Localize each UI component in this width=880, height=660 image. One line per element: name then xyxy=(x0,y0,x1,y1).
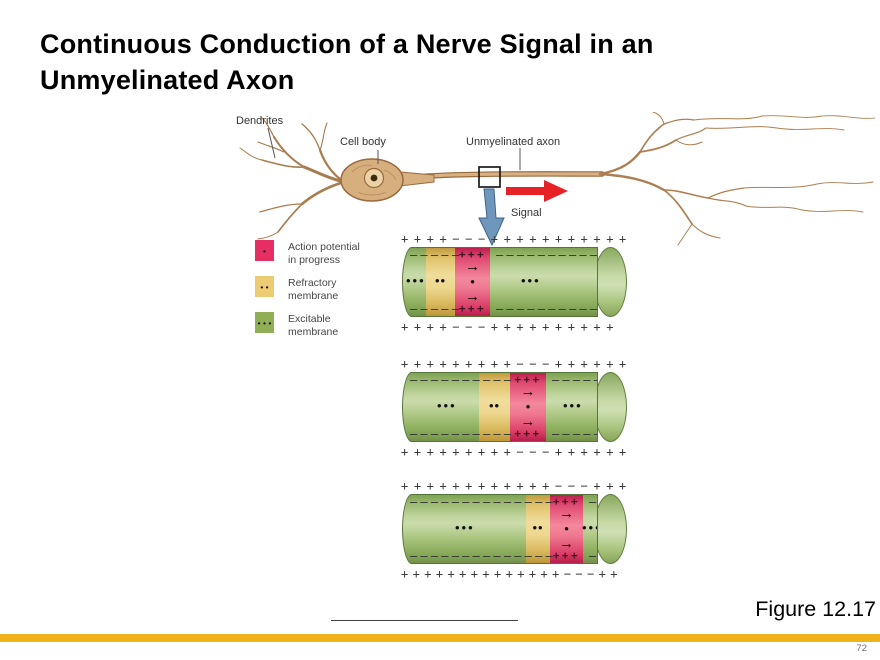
slide-title-line1: Continuous Conduction of a Nerve Signal … xyxy=(40,29,654,59)
inner-dash-top-right: ––––– xyxy=(552,373,597,387)
axon-illustration xyxy=(397,171,605,181)
signal-label: Signal xyxy=(511,207,542,219)
cylinder-body: •• +++ → • → +++ ––––– ––––––––––– –––––… xyxy=(402,247,598,317)
refractory-band: •• xyxy=(526,495,550,563)
outer-charge-row-top: ++++++++++++−−−+++ xyxy=(401,479,632,493)
refractory-dots: •• xyxy=(532,520,544,535)
accent-bar xyxy=(0,634,880,642)
excitable-dots-left: ••• xyxy=(455,520,475,535)
slide-title-line2: Unmyelinated Axon xyxy=(40,65,295,95)
action-potential-band: +++ → • → +++ xyxy=(550,495,583,563)
inner-dash-bottom-right: ––––––––––– xyxy=(496,302,597,316)
figure-caption: Figure 12.17 xyxy=(755,597,876,621)
outer-charge-row-bottom: +++++++++−−−++++++ xyxy=(401,445,632,459)
action-potential-dot: • xyxy=(564,521,569,536)
inner-plus-top: +++ xyxy=(458,248,487,261)
outer-charge-row-top: +++++++++−−−++++++ xyxy=(401,357,632,371)
cylinder-body: •• +++ → • → +++ –––––––––– ––––– ––––––… xyxy=(402,372,598,442)
inner-plus-bottom: +++ xyxy=(552,549,581,562)
inner-dash-bottom-left: –––––––––––––– xyxy=(410,549,556,563)
inner-dash-top-right: –– xyxy=(589,496,597,508)
legend-item-excitable: • • • Excitable membrane xyxy=(255,312,360,338)
excitable-membrane-swatch: • • • xyxy=(255,312,274,333)
legend-item-label: Excitable membrane xyxy=(288,313,339,338)
propagation-arrow-icon: → xyxy=(465,258,480,275)
inner-dash-bottom-right: –– xyxy=(589,550,597,562)
signal-arrow-icon xyxy=(506,180,568,202)
outer-charge-row-bottom: ++++−−−++++++++++ xyxy=(401,320,620,334)
inner-dash-bottom-right: ––––– xyxy=(552,427,597,441)
axon-zoom-box xyxy=(478,166,501,188)
axon-terminals-illustration xyxy=(598,112,876,246)
blank-underline xyxy=(331,620,518,621)
inner-plus-top: +++ xyxy=(514,373,542,386)
action-potential-dot: • xyxy=(470,274,475,289)
refractory-band: •• xyxy=(426,248,455,316)
cylinder-body: •• +++ → • → +++ –––––––––––––– –– –––––… xyxy=(402,494,598,564)
inner-dash-top-left: –––––––––– xyxy=(410,373,515,387)
excitable-dots-left: ••• xyxy=(437,398,457,413)
inner-plus-bottom: +++ xyxy=(458,302,487,315)
cylinder-end-cap xyxy=(594,372,627,442)
legend-item-label: Refractory membrane xyxy=(288,277,339,302)
axon-segment-3: ++++++++++++−−−+++ •• +++ → • → +++ ––––… xyxy=(398,479,633,585)
nucleolus-illustration xyxy=(370,174,378,182)
inner-dash-bottom-left: ––––– xyxy=(410,302,463,316)
outer-charge-row-bottom: ++++++++++++++−−−++ xyxy=(401,567,622,581)
propagation-arrow-icon: → xyxy=(520,383,536,400)
neuron-diagram: Dendrites Cell body Unmyelinated axon Si… xyxy=(236,112,876,247)
refractory-band: •• xyxy=(479,373,510,441)
propagation-arrow-icon: → xyxy=(465,288,480,305)
nucleus-illustration xyxy=(363,167,385,189)
cell-body-illustration xyxy=(340,158,435,202)
dendrites-label: Dendrites xyxy=(236,115,284,127)
slide-title: Continuous Conduction of a Nerve Signal … xyxy=(40,26,654,98)
legend: • Action potential in progress • • Refra… xyxy=(255,240,360,348)
refractory-dots: •• xyxy=(434,273,447,288)
cylinder-end-cap xyxy=(594,494,627,564)
action-potential-dot: • xyxy=(525,399,531,414)
refractory-membrane-swatch: • • xyxy=(255,276,274,297)
page-number: 72 xyxy=(856,643,867,654)
unmyelinated-axon-label: Unmyelinated axon xyxy=(466,136,560,148)
leader-lines xyxy=(267,127,521,170)
cell-body-label: Cell body xyxy=(340,136,386,148)
inner-dash-top-right: ––––––––––– xyxy=(496,248,597,262)
inner-plus-top: +++ xyxy=(552,495,581,508)
action-potential-swatch: • xyxy=(255,240,274,261)
refractory-dots: •• xyxy=(488,398,501,413)
cylinder-end-cap xyxy=(594,247,627,317)
propagation-arrow-icon: → xyxy=(559,535,574,552)
excitable-dots-right: ••• xyxy=(563,398,583,413)
action-potential-band: +++ → • → +++ xyxy=(510,373,546,441)
legend-item-refractory: • • Refractory membrane xyxy=(255,276,360,302)
legend-item-label: Action potential in progress xyxy=(288,241,360,266)
outer-charge-row-top: ++++−−−+++++++++++ xyxy=(401,232,632,246)
legend-item-action-potential: • Action potential in progress xyxy=(255,240,360,266)
axon-segment-1: ++++−−−+++++++++++ •• +++ → • → +++ ––––… xyxy=(398,232,633,338)
propagation-arrow-icon: → xyxy=(559,505,574,522)
inner-dash-bottom-left: –––––––––– xyxy=(410,427,515,441)
axon-segment-2: +++++++++−−−++++++ •• +++ → • → +++ ––––… xyxy=(398,357,633,463)
inner-plus-bottom: +++ xyxy=(514,427,542,440)
excitable-dots-left: ••• xyxy=(406,273,426,288)
action-potential-band: +++ → • → +++ xyxy=(455,248,490,316)
propagation-arrow-icon: → xyxy=(520,413,536,430)
excitable-dots-right: ••• xyxy=(521,273,541,288)
inner-dash-top-left: –––––––––––––– xyxy=(410,495,556,509)
inner-dash-top-left: ––––– xyxy=(410,248,463,262)
excitable-dots-right: ••• xyxy=(582,520,597,535)
dendrites-illustration xyxy=(239,117,346,240)
